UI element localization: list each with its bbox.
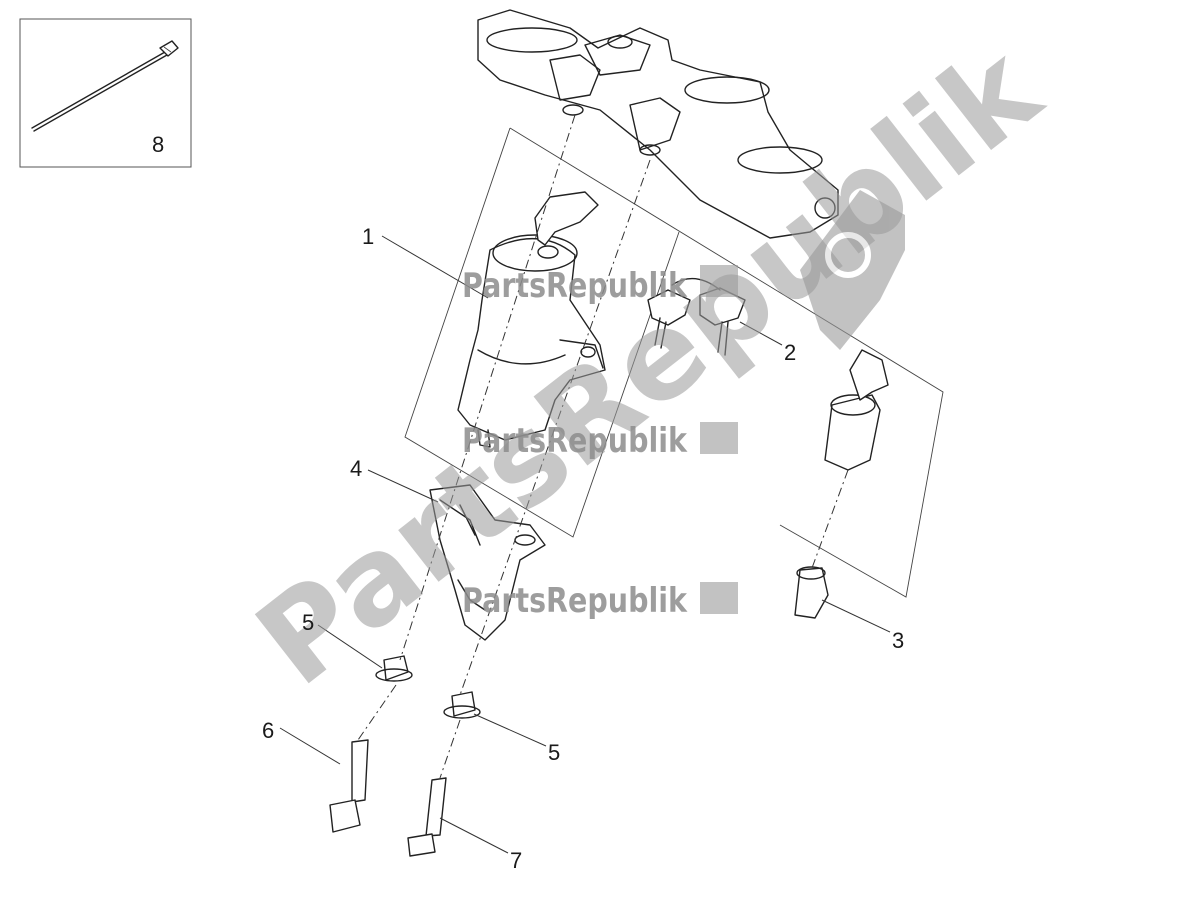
callout-2: 2 xyxy=(784,340,796,365)
leader-lines xyxy=(279,235,891,854)
mounting-bracket xyxy=(429,484,546,641)
callout-5-left: 5 xyxy=(302,610,314,635)
bolt-6 xyxy=(329,739,369,833)
triple-clamp xyxy=(477,9,839,239)
callout-5-right: 5 xyxy=(548,740,560,765)
bushing-left xyxy=(375,655,413,682)
callout-4: 4 xyxy=(350,456,362,481)
assembly-outline xyxy=(404,127,944,598)
callout-labels: 1 2 3 4 5 5 6 7 8 xyxy=(152,132,904,873)
callout-1: 1 xyxy=(362,224,374,249)
lock-cylinder xyxy=(794,349,889,619)
watermark-text-1: PartsRepublik xyxy=(462,266,688,306)
watermark-text-2: PartsRepublik xyxy=(462,421,688,461)
callout-3: 3 xyxy=(892,628,904,653)
callout-6: 6 xyxy=(262,718,274,743)
ignition-switch xyxy=(457,191,606,448)
inset-cable-tie xyxy=(19,18,192,168)
bolt-7 xyxy=(407,777,447,857)
keys-pair xyxy=(647,277,746,356)
watermark-gear-icon xyxy=(800,190,905,350)
bushing-right xyxy=(443,691,481,719)
callout-7: 7 xyxy=(510,848,522,873)
watermark-text-3: PartsRepublik xyxy=(462,581,688,621)
watermark-small-gear-icon xyxy=(700,265,738,614)
assembly-axes xyxy=(357,114,849,779)
callout-8: 8 xyxy=(152,132,164,157)
